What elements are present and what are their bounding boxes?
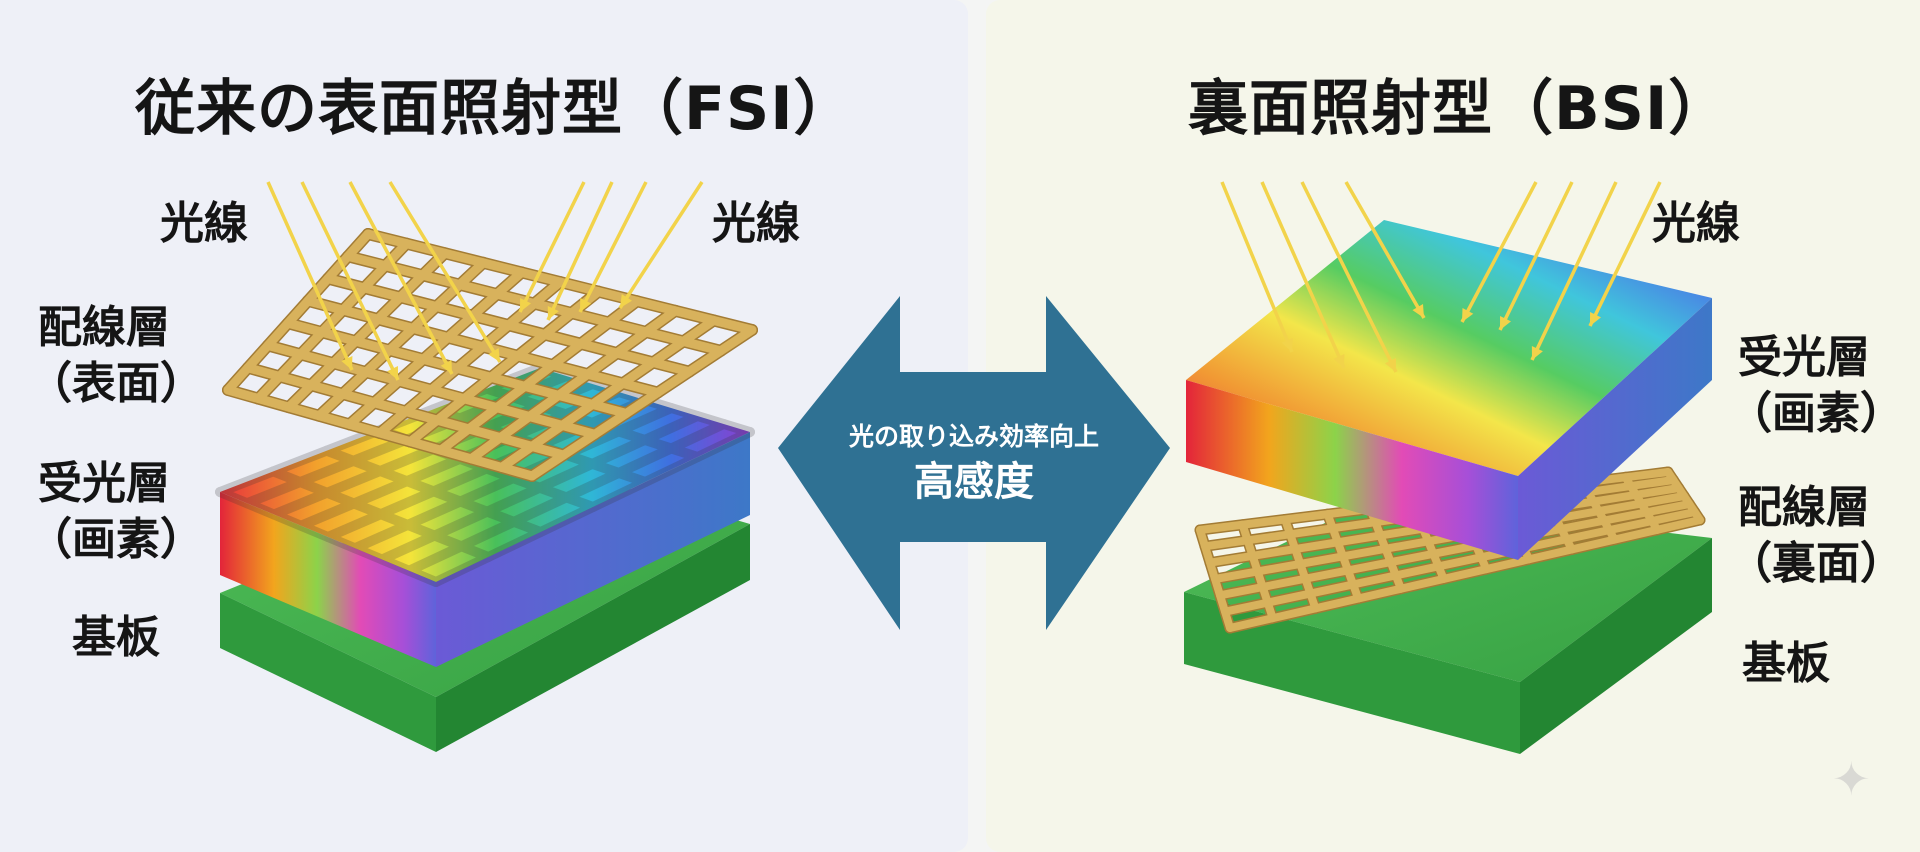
fsi-light-ray-head	[620, 294, 632, 308]
fsi-light-ray	[578, 181, 648, 313]
fsi-light-ray	[266, 181, 354, 371]
fsi-shadow-bar	[431, 427, 755, 587]
bsi-wiring-label-line1: 配線層	[1738, 482, 1870, 533]
bsi-light-ray	[1460, 181, 1538, 323]
arrow-caption-line1: 光の取り込み効率向上	[848, 422, 1099, 451]
fsi-light-rays	[266, 181, 704, 381]
fsi-light-label-left: 光線	[160, 198, 248, 249]
sparkle-icon: ✦	[1832, 752, 1871, 806]
bsi-light-ray	[1220, 181, 1294, 353]
fsi-light-ray	[348, 181, 454, 375]
fsi-shadow-bar	[321, 445, 546, 537]
bsi-light-ray-head	[1590, 312, 1601, 326]
fsi-photo-label: 受光層 （画素）	[28, 456, 204, 568]
bsi-title: 裏面照射型（BSI）	[1188, 74, 1730, 144]
fsi-shadow-bar	[404, 419, 729, 576]
fsi-grid-bar	[223, 385, 537, 481]
fsi-grid-bar	[343, 251, 726, 356]
bsi-light-ray	[1300, 181, 1398, 373]
arrow-caption-line2: 高感度	[914, 459, 1034, 505]
fsi-grid-bar	[323, 274, 694, 377]
fsi-photo-label-line2: （画素）	[28, 514, 204, 565]
fsi-grid-bar	[283, 318, 631, 418]
bsi-light-ray-head	[1333, 354, 1345, 368]
bsi-light-ray-head	[1462, 308, 1474, 322]
fsi-wiring-grid	[222, 228, 758, 482]
fsi-substrate-label: 基板	[72, 612, 160, 663]
fsi-grid-bar	[375, 277, 565, 438]
fsi-grid-bar	[345, 267, 527, 429]
bsi-photo-label-line2: （画素）	[1728, 388, 1904, 439]
fsi-light-ray-head	[440, 360, 452, 374]
fsi-grid-bar	[497, 315, 719, 472]
fsi-light-ray-head	[488, 348, 500, 362]
bsi-wiring-label-line2: （裏面）	[1728, 538, 1904, 589]
double-arrow	[778, 296, 1170, 630]
bsi-photo-label: 受光層 （画素）	[1728, 330, 1904, 442]
bsi-light-label: 光線	[1652, 198, 1740, 249]
bsi-light-rays	[1220, 181, 1662, 373]
bsi-wiring-label: 配線層 （裏面）	[1728, 480, 1904, 592]
fsi-shadow-bar	[215, 487, 441, 587]
fsi-shadow-bar	[268, 466, 494, 562]
bsi-light-ray	[1498, 181, 1574, 331]
fsi-photo-label-line1: 受光層	[38, 458, 170, 509]
fsi-grid-bar	[466, 306, 680, 464]
fsi-grid-bar	[436, 296, 642, 455]
bsi-light-ray-head	[1531, 346, 1543, 360]
fsi-light-ray	[518, 181, 586, 313]
bsi-light-ray-head	[1500, 316, 1511, 330]
fsi-wiring-label-line1: 配線層	[38, 302, 170, 353]
bsi-light-ray	[1344, 181, 1426, 319]
bsi-grid-bar	[1221, 508, 1699, 616]
fsi-light-label-right: 光線	[712, 198, 800, 249]
fsi-shadow-bar	[481, 383, 703, 462]
fsi-light-ray-head	[580, 298, 592, 312]
fsi-light-ray	[546, 181, 614, 321]
fsi-light-ray	[388, 181, 502, 363]
fsi-light-ray-head	[341, 356, 353, 370]
fsi-grid-bar	[243, 363, 568, 460]
bsi-photo-label-line1: 受光層	[1738, 332, 1870, 383]
fsi-light-ray	[618, 181, 704, 309]
fsi-light-ray-head	[387, 366, 398, 380]
fsi-shadow-bar	[350, 403, 677, 554]
fsi-grid-bar	[263, 340, 600, 439]
bsi-light-ray-head	[1281, 338, 1293, 352]
fsi-shadow-bar	[377, 411, 703, 565]
fsi-title: 従来の表面照射型（FSI）	[135, 74, 855, 144]
bsi-light-ray	[1530, 181, 1618, 361]
fsi-grid-bar	[405, 287, 603, 447]
fsi-light-ray	[300, 181, 400, 381]
bsi-substrate-label: 基板	[1742, 638, 1830, 689]
arrow-caption: 光の取り込み効率向上 高感度	[800, 420, 1148, 510]
fsi-light-ray-head	[547, 306, 559, 320]
bsi-grid-bar	[1216, 500, 1694, 600]
bsi-photo-layer	[1186, 220, 1712, 560]
bsi-grid-bar	[1226, 516, 1704, 632]
fsi-light-ray-head	[520, 298, 532, 312]
fsi-wiring-label: 配線層 （表面）	[28, 300, 204, 412]
bsi-light-ray-head	[1384, 358, 1396, 372]
bsi-light-ray	[1260, 181, 1346, 369]
bsi-light-ray	[1588, 181, 1662, 327]
fsi-wiring-label-line2: （表面）	[28, 358, 204, 409]
fsi-grid-bar	[527, 325, 757, 481]
bsi-light-ray-head	[1412, 304, 1424, 318]
